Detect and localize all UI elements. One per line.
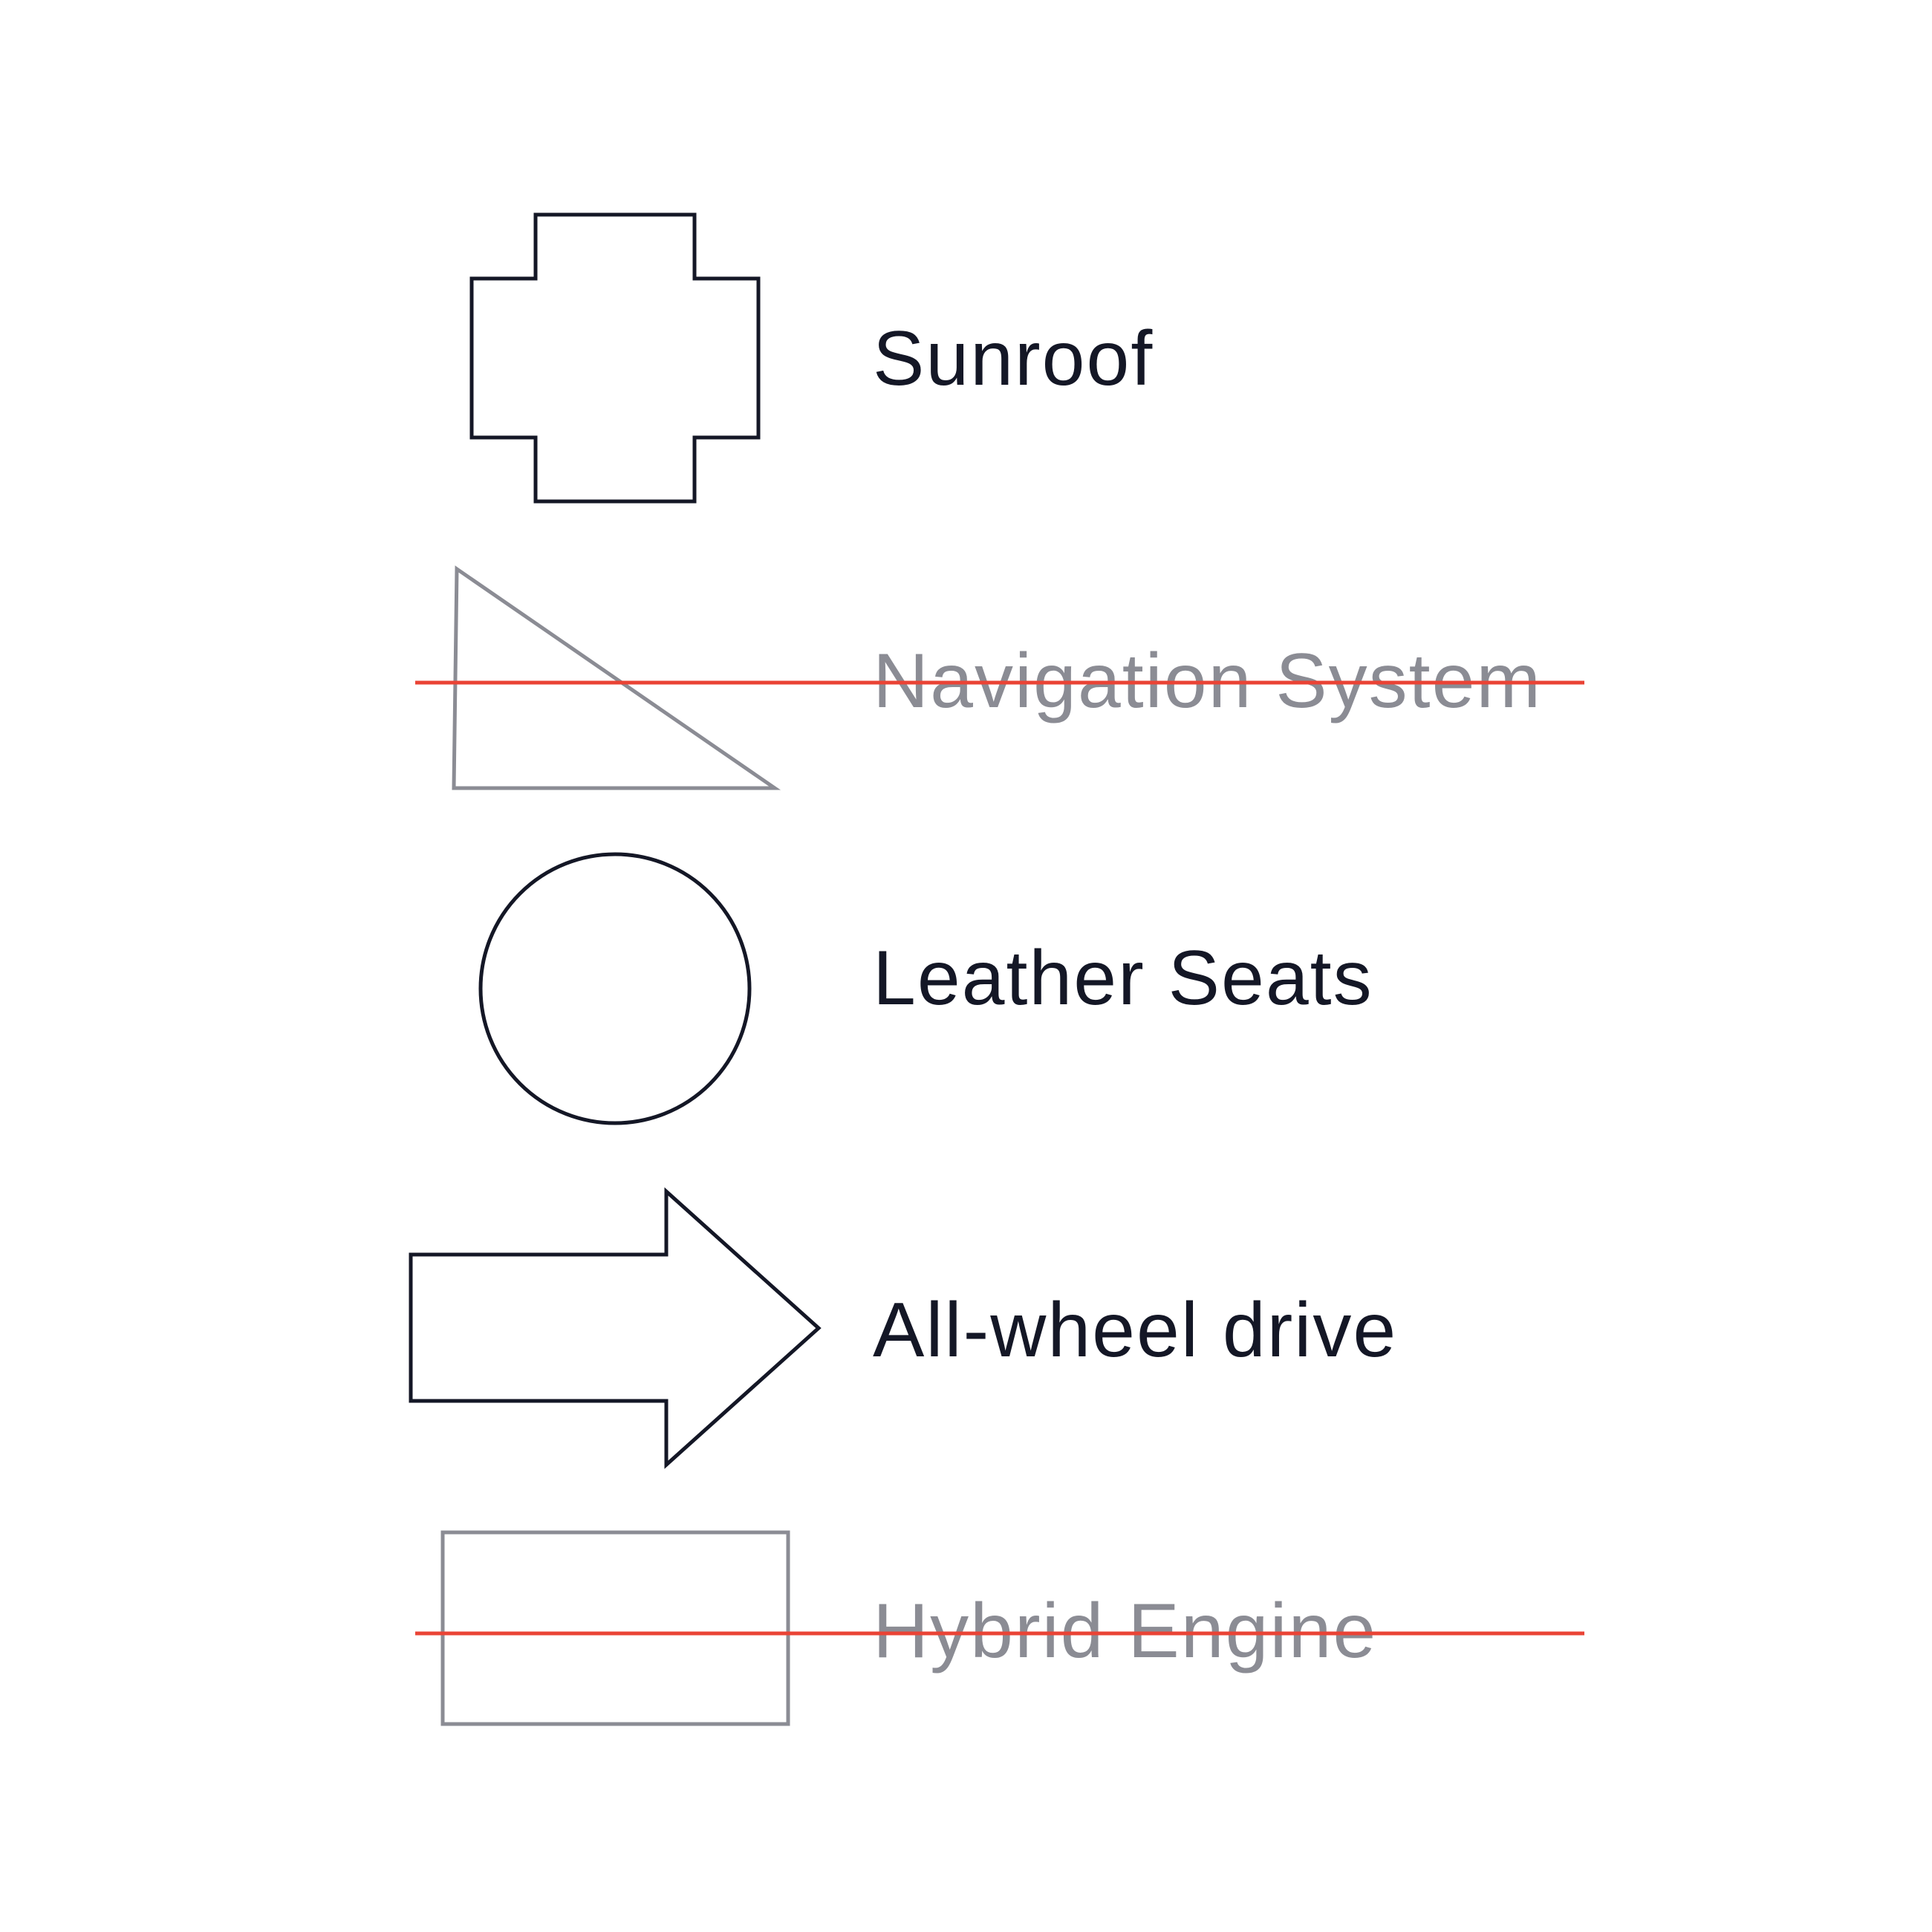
circle-icon — [478, 852, 752, 1125]
feature-row-navigation-system: Navigation System — [415, 565, 1584, 790]
feature-label-hybrid-engine: Hybrid Engine — [873, 1588, 1377, 1674]
feature-label-leather-seats: Leather Seats — [873, 935, 1373, 1021]
feature-row-hybrid-engine: Hybrid Engine — [415, 1530, 1584, 1726]
plus-cross-icon — [469, 212, 761, 504]
feature-row-all-wheel-drive: All-wheel drive — [409, 1187, 1397, 1469]
feature-row-sunroof: Sunroof — [469, 212, 1154, 504]
arrow-right-icon — [409, 1187, 822, 1469]
feature-label-all-wheel-drive: All-wheel drive — [873, 1287, 1397, 1373]
triangle-icon — [452, 565, 781, 790]
feature-label-sunroof: Sunroof — [873, 316, 1154, 402]
feature-row-leather-seats: Leather Seats — [478, 852, 1373, 1125]
rectangle-icon — [440, 1530, 790, 1726]
